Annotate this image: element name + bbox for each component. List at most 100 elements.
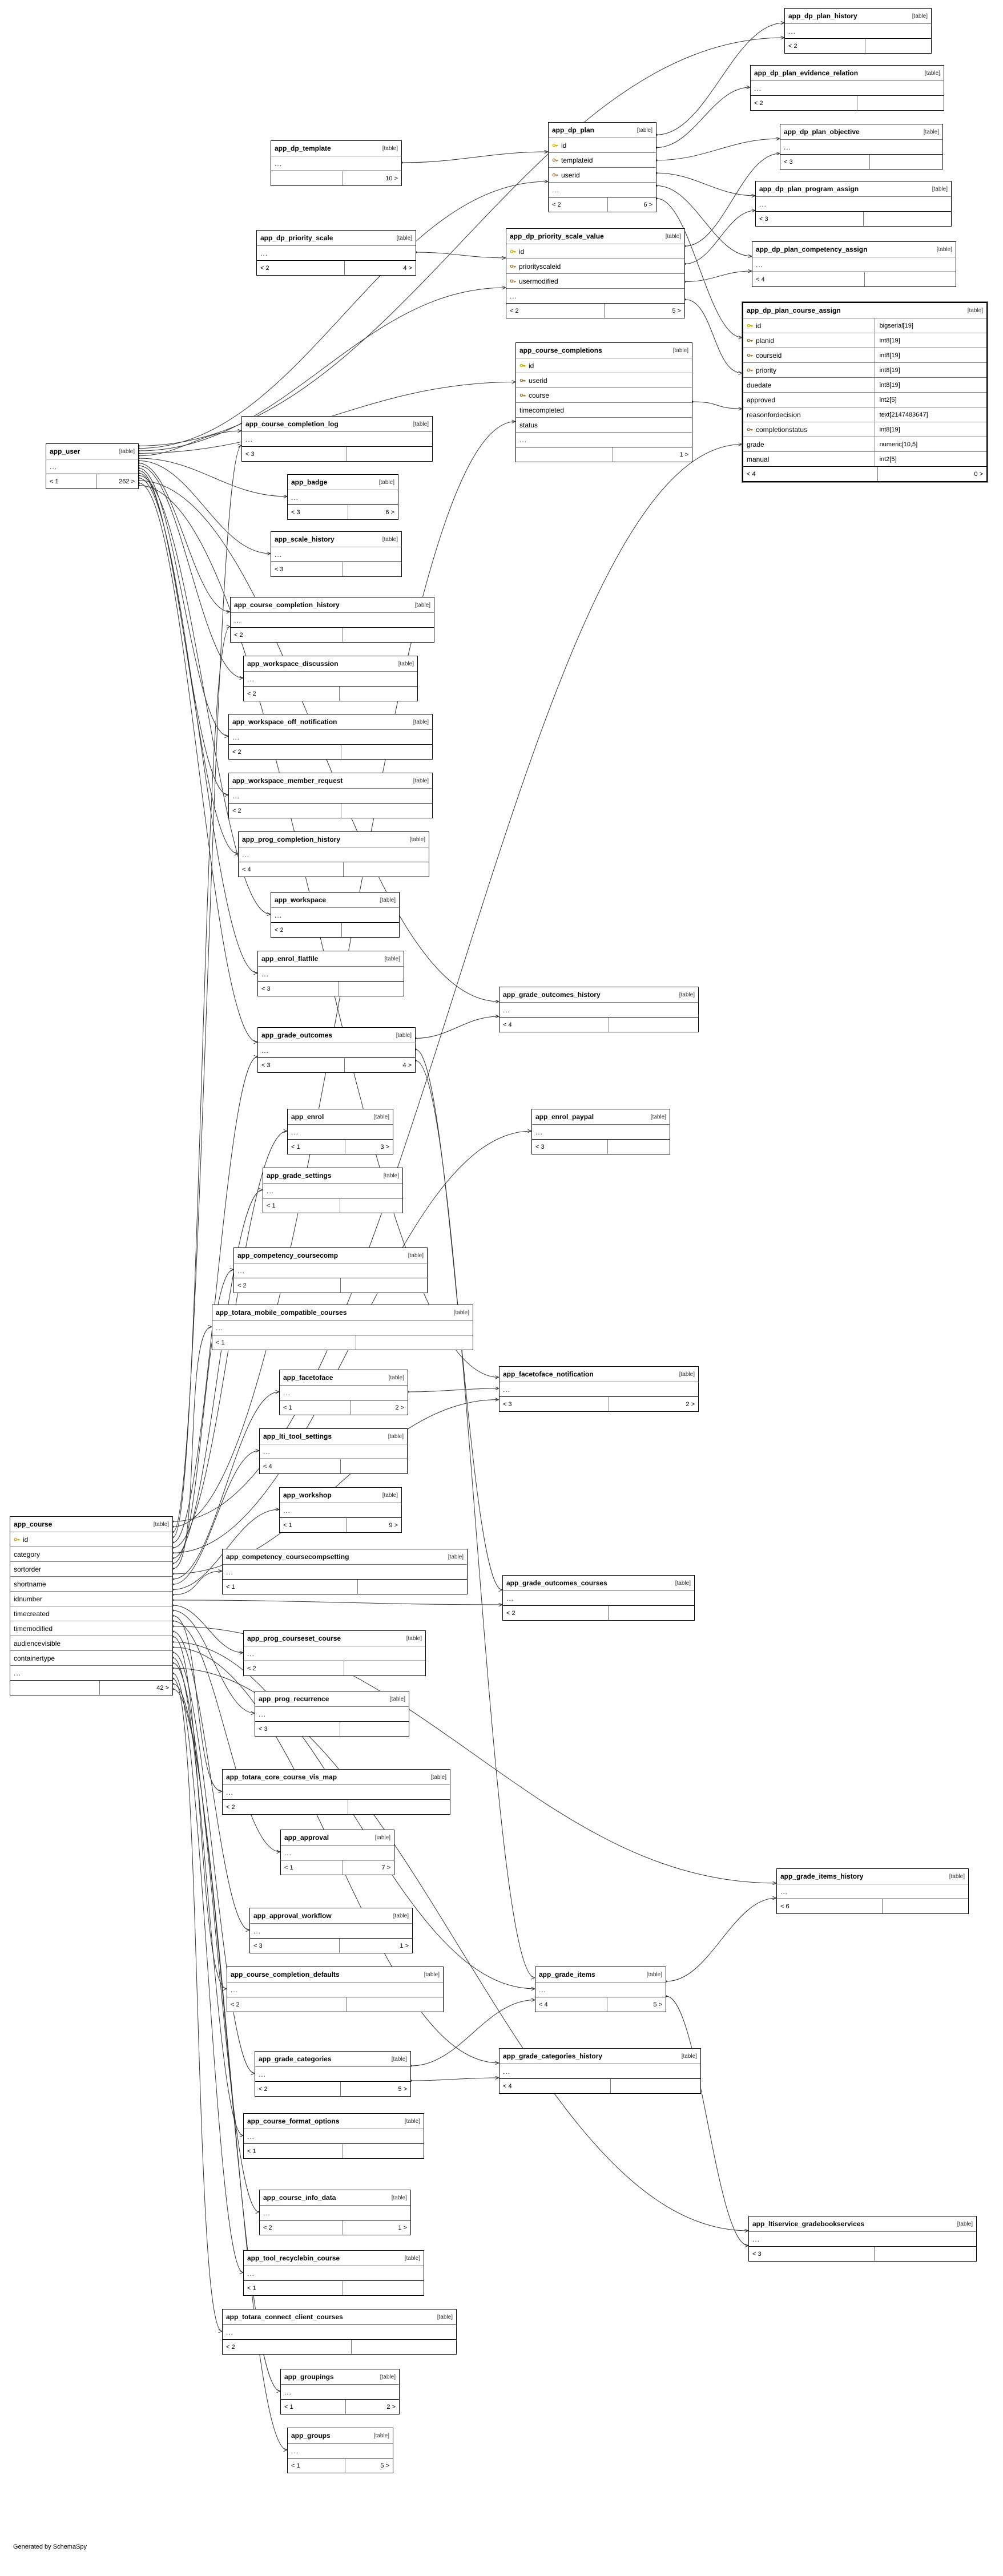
collapsed-columns-ellipsis: ...	[752, 257, 956, 272]
column-row-status: status	[516, 417, 692, 432]
table-app_dp_plan_evidence_relation[interactable]: app_dp_plan_evidence_relation[table]...<…	[750, 65, 944, 111]
table-app_scale_history[interactable]: app_scale_history[table]...< 3	[271, 531, 402, 577]
table-app_grade_items_history[interactable]: app_grade_items_history[table]...< 6	[776, 1868, 969, 1914]
table-app_competency_coursecomp[interactable]: app_competency_coursecomp[table]...< 2	[233, 1247, 428, 1293]
table-app_totara_mobile_compatible_courses[interactable]: app_totara_mobile_compatible_courses[tab…	[212, 1305, 473, 1350]
column-row-idnumber: idnumber	[10, 1591, 172, 1606]
table-app_workspace_off_notification[interactable]: app_workspace_off_notification[table]...…	[228, 714, 433, 760]
relationship-count-footer: < 3	[780, 154, 942, 169]
table-name: app_prog_recurrence	[259, 1695, 329, 1703]
table-tag: [table]	[679, 991, 695, 998]
table-app_workspace_member_request[interactable]: app_workspace_member_request[table]...< …	[228, 773, 433, 818]
collapsed-columns-ellipsis: ...	[280, 1385, 408, 1400]
table-app_totara_core_course_vis_map[interactable]: app_totara_core_course_vis_map[table]...…	[222, 1769, 450, 1815]
table-app_dp_template[interactable]: app_dp_template[table]...10 >	[271, 140, 402, 186]
column-row-shortname: shortname	[10, 1576, 172, 1591]
table-app_lti_tool_settings[interactable]: app_lti_tool_settings[table]...< 4	[259, 1428, 408, 1474]
table-app_prog_courseset_course[interactable]: app_prog_courseset_course[table]...< 2	[243, 1630, 426, 1676]
table-app_course_completion_log[interactable]: app_course_completion_log[table]...< 3	[241, 416, 433, 462]
table-header: app_user[table]	[46, 444, 138, 459]
table-app_ltiservice_gradebookservices[interactable]: app_ltiservice_gradebookservices[table].…	[748, 2216, 977, 2262]
table-header: app_dp_plan_course_assign[table]	[743, 303, 986, 318]
parent-count: < 2	[247, 1665, 256, 1672]
table-app_prog_recurrence[interactable]: app_prog_recurrence[table]...< 3	[255, 1691, 409, 1737]
table-app_totara_connect_client_courses[interactable]: app_totara_connect_client_courses[table]…	[222, 2309, 457, 2355]
column-name: id	[519, 247, 525, 256]
table-app_grade_outcomes_history[interactable]: app_grade_outcomes_history[table]...< 4	[499, 987, 699, 1032]
table-name: app_scale_history	[275, 535, 335, 543]
table-name: app_grade_categories	[259, 2055, 332, 2063]
relationship-app_course_completions-to-app_dp_plan_course_assign	[692, 402, 742, 409]
parent-count: < 3	[245, 450, 255, 458]
child-count	[346, 1997, 443, 2012]
table-app_prog_completion_history[interactable]: app_prog_completion_history[table]...< 4	[238, 831, 429, 877]
table-app_facetoface_notification[interactable]: app_facetoface_notification[table]...< 3…	[499, 1366, 699, 1412]
table-tag: [table]	[957, 2220, 973, 2227]
table-app_grade_outcomes_courses[interactable]: app_grade_outcomes_courses[table]...< 2	[502, 1575, 695, 1621]
table-name: app_grade_categories_history	[503, 2052, 603, 2060]
table-app_dp_plan_objective[interactable]: app_dp_plan_objective[table]...< 3	[780, 124, 943, 169]
table-app_course_completion_defaults[interactable]: app_course_completion_defaults[table]...…	[227, 1967, 444, 2012]
parent-count: < 2	[506, 1609, 515, 1617]
foreign-key-icon	[552, 157, 561, 163]
table-app_enrol_paypal[interactable]: app_enrol_paypal[table]...< 3	[531, 1109, 670, 1154]
relationship-app_user-to-app_course_completion_log	[139, 431, 241, 456]
column-name: priority	[756, 366, 777, 374]
table-app_dp_plan_competency_assign[interactable]: app_dp_plan_competency_assign[table]...<…	[752, 241, 956, 287]
table-app_course_completion_history[interactable]: app_course_completion_history[table]...<…	[230, 597, 434, 643]
relationship-app_course-to-app_course_format_options	[173, 1658, 243, 2135]
child-count	[342, 562, 401, 576]
table-app_course_format_options[interactable]: app_course_format_options[table]...< 1	[243, 2113, 424, 2159]
child-count	[343, 2281, 424, 2295]
table-app_tool_recyclebin_course[interactable]: app_tool_recyclebin_course[table]...< 1	[243, 2250, 424, 2296]
table-app_grade_categories_history[interactable]: app_grade_categories_history[table]...< …	[499, 2048, 701, 2094]
relationship-app_grade_outcomes-to-app_grade_items	[416, 1061, 535, 1978]
relationship-count-footer: < 4	[500, 1017, 698, 1032]
table-header: app_workshop[table]	[280, 1488, 401, 1503]
parent-count: < 2	[231, 2001, 240, 2008]
table-app_dp_plan_program_assign[interactable]: app_dp_plan_program_assign[table]...< 3	[755, 181, 952, 227]
table-app_competency_coursecompsetting[interactable]: app_competency_coursecompsetting[table].…	[222, 1549, 468, 1594]
relationship-app_course-to-app_course_completion_history	[173, 627, 230, 1537]
collapsed-columns-ellipsis: ...	[288, 490, 398, 504]
child-count	[348, 1800, 450, 1814]
table-tag: [table]	[936, 246, 952, 253]
column-name: id	[23, 1535, 29, 1544]
child-count	[340, 804, 432, 818]
parent-count: < 4	[263, 1463, 272, 1470]
table-app_workspace_discussion[interactable]: app_workspace_discussion[table]...< 2	[243, 656, 418, 701]
table-app_grade_settings[interactable]: app_grade_settings[table]...< 1	[263, 1168, 403, 1213]
column-name: timecreated	[14, 1609, 50, 1618]
table-app_dp_plan_history[interactable]: app_dp_plan_history[table]...< 2	[784, 8, 932, 54]
parent-count: < 3	[259, 1725, 268, 1733]
child-count: 1 >	[342, 2220, 410, 2235]
table-app_enrol_flatfile[interactable]: app_enrol_flatfile[table]...< 3	[257, 951, 404, 996]
table-app_workspace[interactable]: app_workspace[table]...< 2	[271, 892, 400, 938]
column-name: approved	[747, 395, 776, 404]
parent-count: < 3	[784, 158, 793, 165]
table-header: app_workspace[table]	[271, 893, 399, 907]
child-count: 3 >	[345, 1140, 393, 1154]
table-header: app_course_completion_log[table]	[242, 417, 432, 431]
